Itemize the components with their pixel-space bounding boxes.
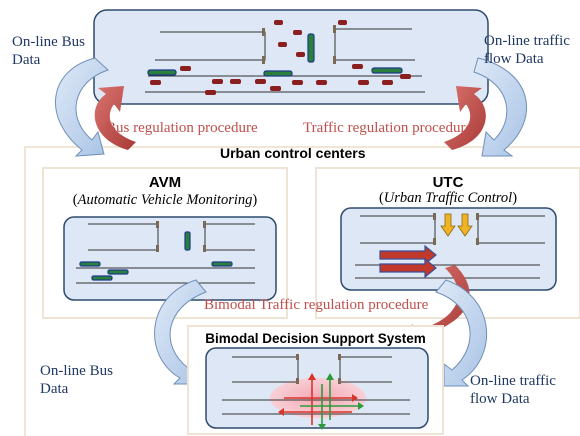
avm-full-name: Automatic Vehicle Monitoring: [77, 192, 253, 208]
label-line: Data: [12, 52, 41, 68]
label-line: On-line Bus: [12, 34, 85, 50]
utc-subtitle: (Urban Traffic Control): [316, 190, 580, 207]
online-bus-arrow-bottom: [154, 279, 207, 385]
yellow-arrow-icon: [440, 213, 456, 237]
bimodal-regulation-label: Bimodal Traffic regulation procedure: [204, 297, 429, 313]
online-traffic-label-bottom: On-line traffic flow Data: [470, 372, 556, 408]
urban-control-centers-frame: [24, 146, 580, 436]
top-road-panel: [93, 9, 489, 105]
avm-road-panel: [63, 216, 277, 301]
utc-full-name: Urban Traffic Control: [383, 190, 513, 206]
avm-title: AVM: [148, 174, 182, 191]
traffic-regulation-arrow: [444, 86, 486, 150]
traffic-regulation-label: Traffic regulation procedure: [303, 120, 473, 136]
paren-open: (: [378, 190, 384, 206]
paren-open: (: [72, 192, 78, 208]
label-line: On-line traffic: [484, 33, 570, 49]
online-traffic-arrow-top: [473, 57, 527, 157]
label-line: On-line traffic: [470, 373, 556, 389]
online-bus-arrow-top: [55, 57, 109, 157]
utc-title: UTC: [432, 174, 464, 191]
bus-regulation-label: Bus regulation procedure: [106, 120, 258, 136]
label-line: Data: [40, 381, 69, 397]
bus-regulation-arrow: [94, 86, 136, 150]
label-line: On-line Bus: [40, 363, 113, 379]
yellow-arrow-icon: [457, 213, 473, 237]
label-line: flow Data: [470, 391, 530, 407]
online-bus-label-bottom: On-line Bus Data: [40, 362, 113, 398]
paren-close: ): [512, 190, 518, 206]
online-bus-label-top: On-line Bus Data: [12, 33, 85, 69]
online-traffic-label-top: On-line traffic flow Data: [484, 32, 570, 68]
bdss-title: Bimodal Decision Support System: [205, 331, 426, 346]
red-right-arrow-icon: [379, 257, 437, 279]
online-traffic-arrow-bottom: [435, 279, 488, 387]
label-line: flow Data: [484, 51, 544, 67]
paren-close: ): [252, 192, 258, 208]
avm-subtitle: (Automatic Vehicle Monitoring): [43, 192, 287, 209]
bdss-road-panel: [205, 347, 429, 430]
urban-control-centers-title: Urban control centers: [220, 145, 366, 161]
utc-road-panel: [340, 207, 557, 291]
red-right-arrow-icon: [379, 244, 437, 266]
